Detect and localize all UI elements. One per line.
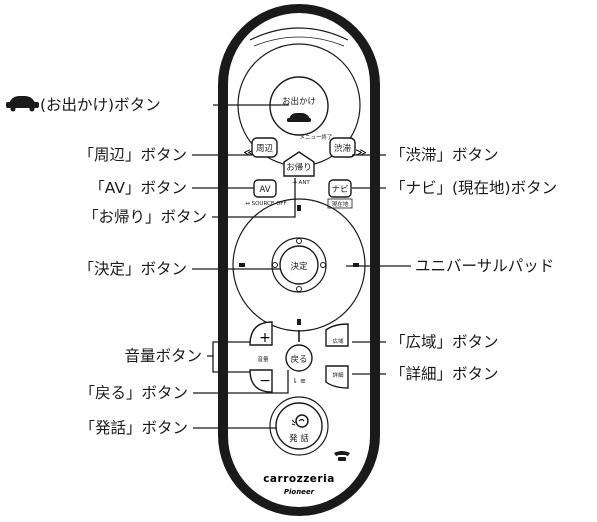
label-nearby: 「周辺」ボタン [78, 146, 187, 164]
chevron-down-icon: ≫ [355, 146, 367, 159]
enter-button[interactable]: 決定 [271, 237, 327, 293]
navi-key-label: ナビ [331, 185, 348, 195]
current-pos-label: 現在地 [332, 200, 349, 208]
wide-button[interactable]: 広域 [325, 323, 349, 347]
label-wide: 「広域」ボタン [390, 333, 499, 351]
home-key-label: お帰り [286, 162, 312, 173]
label-pad: ユニバーサルパッド [415, 257, 554, 275]
back-button[interactable]: 戻る [285, 344, 313, 372]
av-key-label: AV [259, 185, 270, 195]
label-enter: 「決定」ボタン [78, 260, 187, 278]
volume-plus[interactable]: + [259, 330, 271, 346]
volume-minus[interactable]: − [259, 373, 271, 389]
leader-lines [192, 104, 411, 429]
label-detail: 「詳細」ボタン [390, 365, 499, 383]
label-outing-text: (お出かけ)ボタン [40, 96, 161, 114]
traffic-button[interactable]: 渋滞 [329, 137, 356, 158]
label-home: 「お帰り」ボタン [83, 208, 207, 226]
label-outing: (お出かけ)ボタン [6, 96, 161, 114]
av-button[interactable]: AV [253, 179, 277, 198]
maker-logo: Pioneer [284, 488, 315, 496]
label-speak: 「発話」ボタン [79, 419, 188, 437]
label-av: 「AV」ボタン [89, 179, 187, 197]
speech-icon [291, 414, 309, 428]
detail-key-label: 詳細 [332, 371, 344, 379]
back-key-label: 戻る [290, 354, 307, 365]
label-traffic: 「渋滞」ボタン [390, 146, 499, 164]
volume-rocker[interactable]: + − 音量 [249, 321, 273, 393]
brand-logo: carrozzeria [263, 473, 335, 485]
outing-key-label: お出かけ [282, 96, 316, 107]
chevron-up-icon: ≪ [243, 146, 255, 159]
label-volume: 音量ボタン [124, 347, 202, 365]
nearby-key-label: 周辺 [256, 144, 274, 154]
enter-key-label: 決定 [290, 261, 308, 272]
detail-button[interactable]: 詳細 [325, 365, 349, 389]
nearby-button[interactable]: 周辺 [251, 137, 278, 158]
volume-key-label: 音量 [257, 355, 269, 363]
current-position-tag: 現在地 [327, 198, 353, 209]
home-button[interactable]: お帰り [283, 151, 315, 177]
ant-label: → ANT [292, 180, 310, 186]
speak-key-label: 発 話 [289, 433, 309, 444]
label-navi: 「ナビ」(現在地)ボタン [390, 179, 557, 197]
outing-button[interactable]: お出かけ [269, 76, 329, 136]
speak-button[interactable]: 発 話 [269, 396, 329, 456]
navi-button[interactable]: ナビ [328, 179, 352, 198]
menu-end-label: メニュー終了 [299, 133, 332, 141]
car-icon [6, 96, 39, 112]
wide-key-label: 広域 [332, 337, 344, 345]
phone-icon [334, 451, 350, 461]
back-hint: ⇂ ≡ [292, 377, 306, 385]
car-icon [287, 113, 311, 122]
traffic-key-label: 渋滞 [334, 143, 352, 154]
label-back: 「戻る」ボタン [79, 384, 188, 402]
source-off-label: ↔ SOURCE OFF [245, 201, 286, 207]
